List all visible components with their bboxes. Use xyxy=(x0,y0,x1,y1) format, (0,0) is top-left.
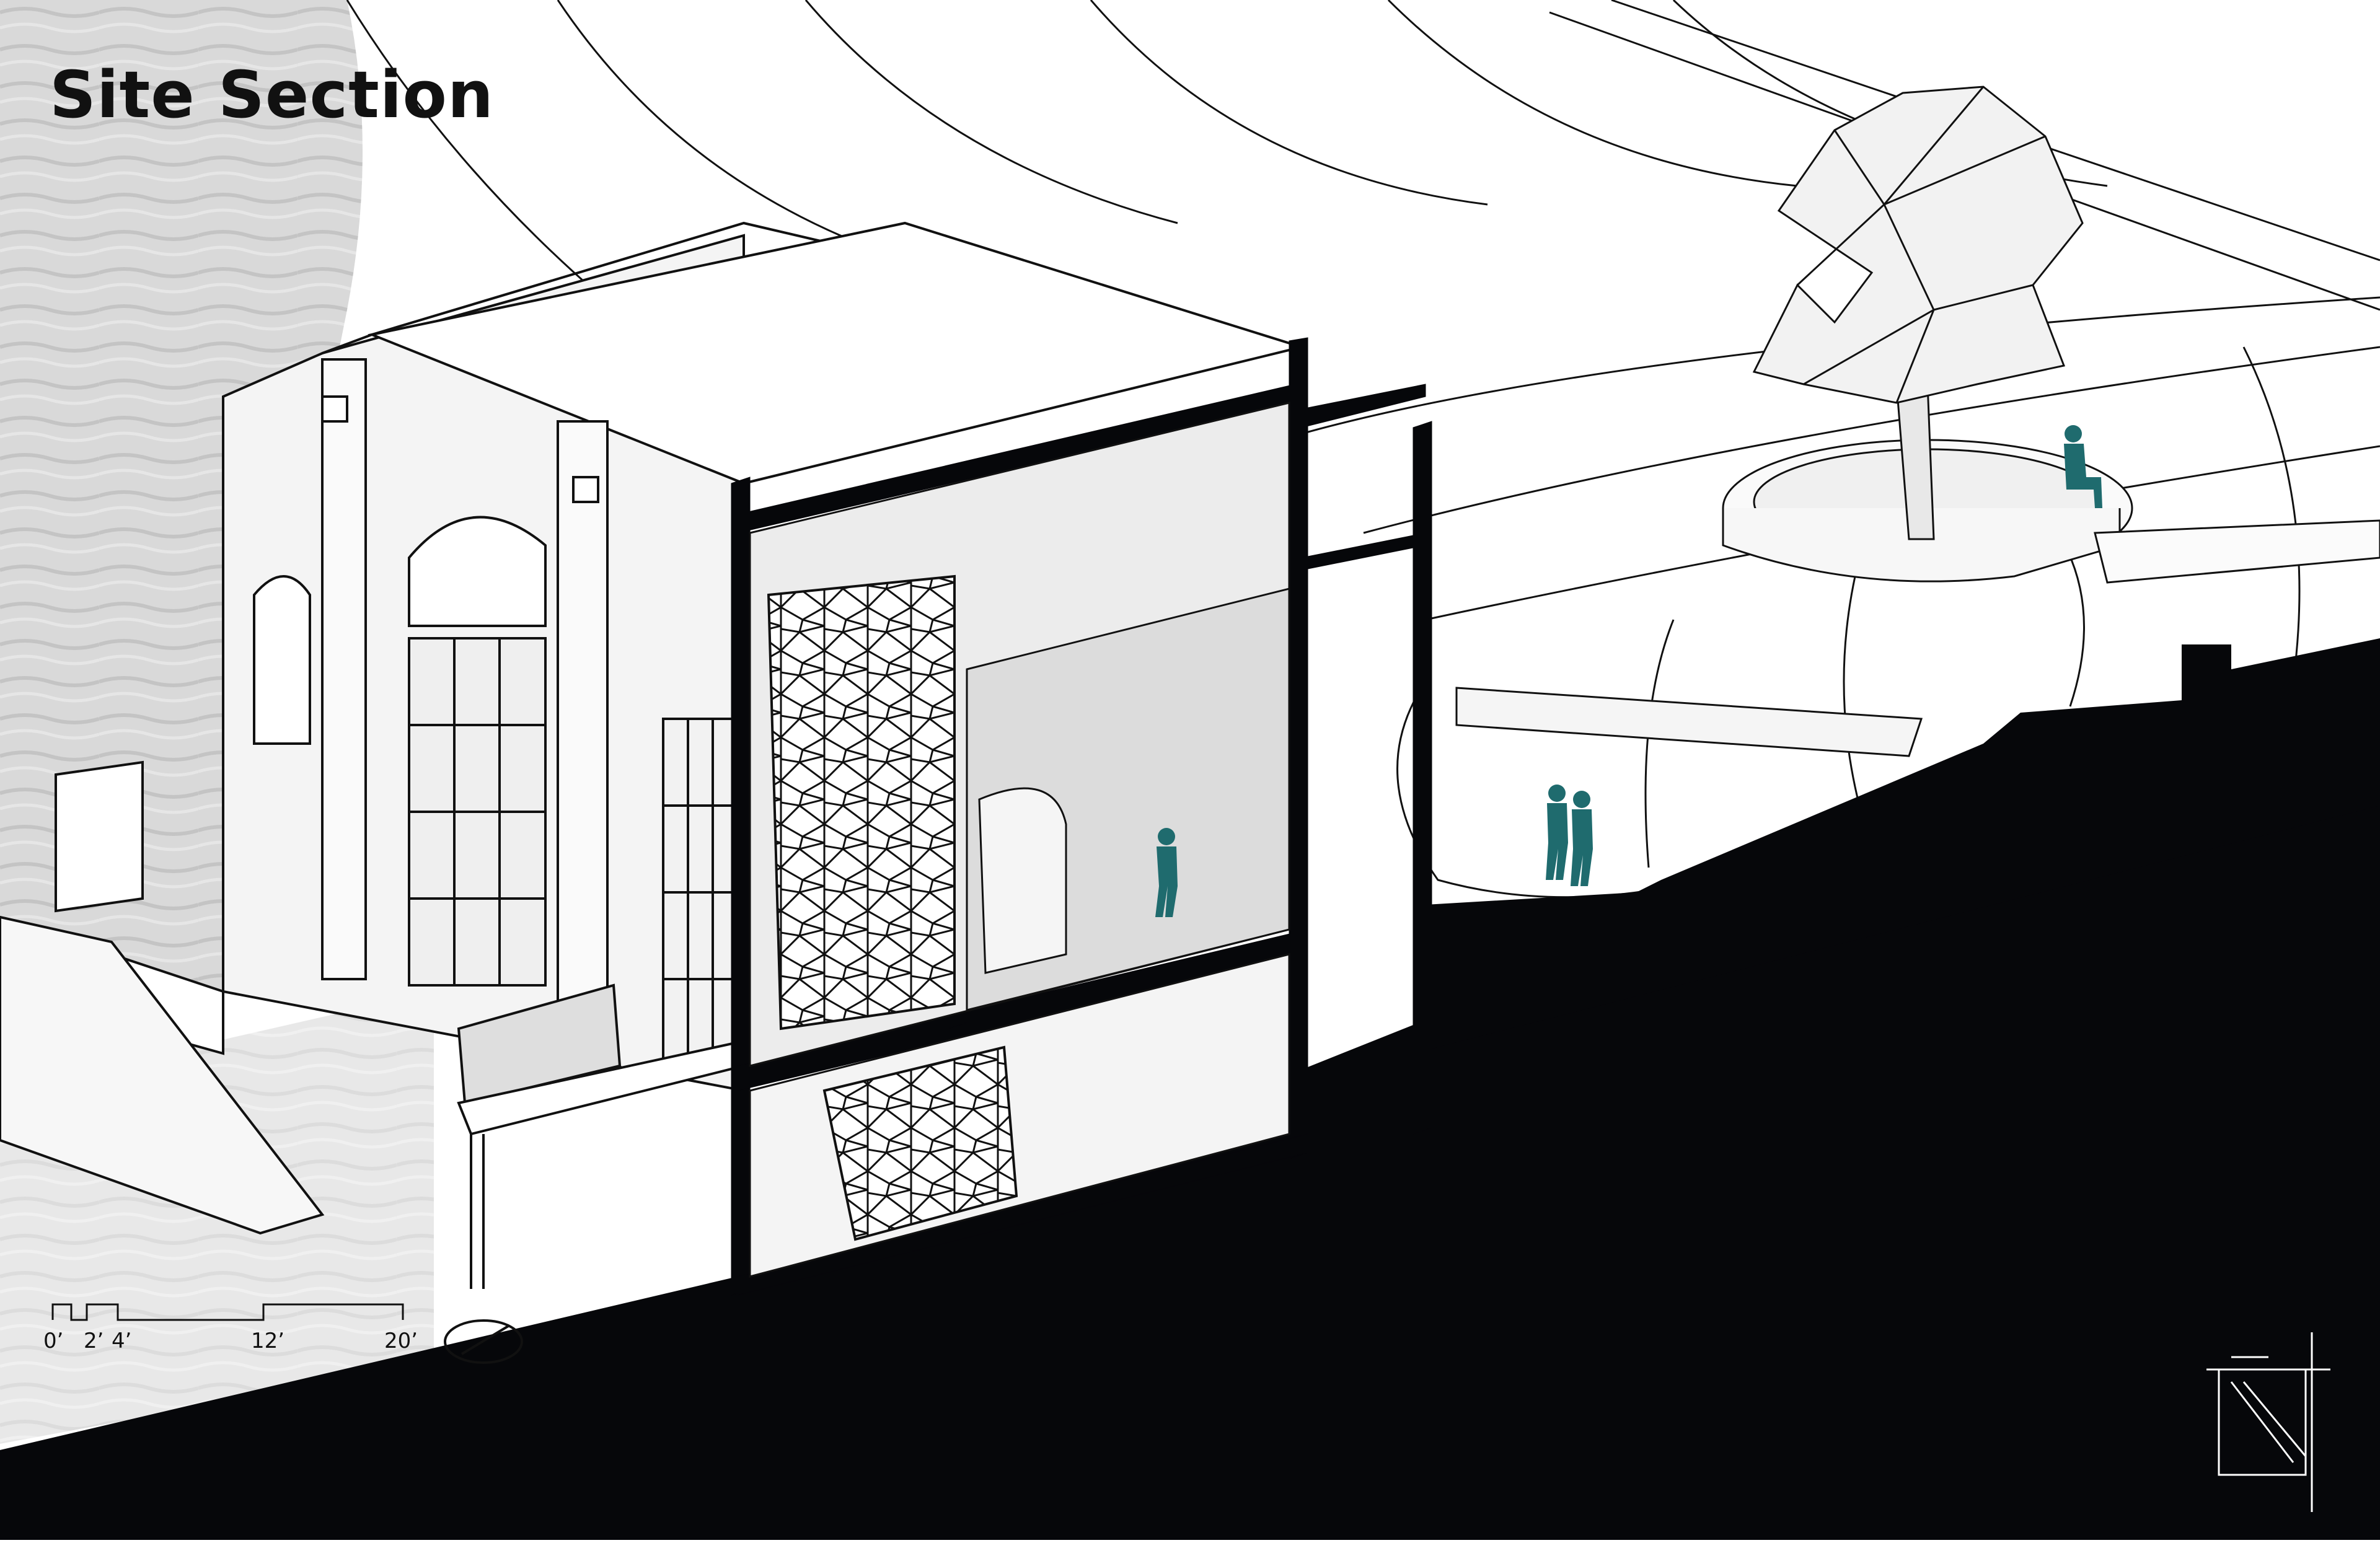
scale-label-4: 4’ xyxy=(112,1329,131,1353)
walking-couple xyxy=(1546,785,1593,886)
ramp-path xyxy=(1455,687,1923,757)
section-cut xyxy=(731,337,1432,1296)
scale-label-2: 2’ xyxy=(84,1329,104,1353)
scale-bar: 0’ 2’ 4’ 12’ 20’ xyxy=(43,1303,418,1353)
page-title: Site Section xyxy=(50,57,494,133)
tree xyxy=(1752,86,2084,540)
balcony xyxy=(457,983,745,1289)
ground-poche xyxy=(0,638,2380,1540)
scale-label-0: 0’ xyxy=(43,1329,63,1353)
walking-figure-interior xyxy=(1155,828,1178,917)
building-facade xyxy=(0,221,1307,1235)
mesh-screen xyxy=(767,574,956,1031)
key-plan-icon xyxy=(2206,1332,2330,1512)
scale-label-20: 20’ xyxy=(384,1329,418,1353)
mesh-screen-lower xyxy=(822,1045,1018,1241)
north-arrow-icon xyxy=(444,1319,523,1364)
planter-bench xyxy=(1722,439,2380,584)
scale-label-12: 12’ xyxy=(251,1329,284,1353)
seated-figure xyxy=(2064,425,2102,508)
ground-step xyxy=(1413,638,2380,1053)
water-area xyxy=(0,0,363,1004)
